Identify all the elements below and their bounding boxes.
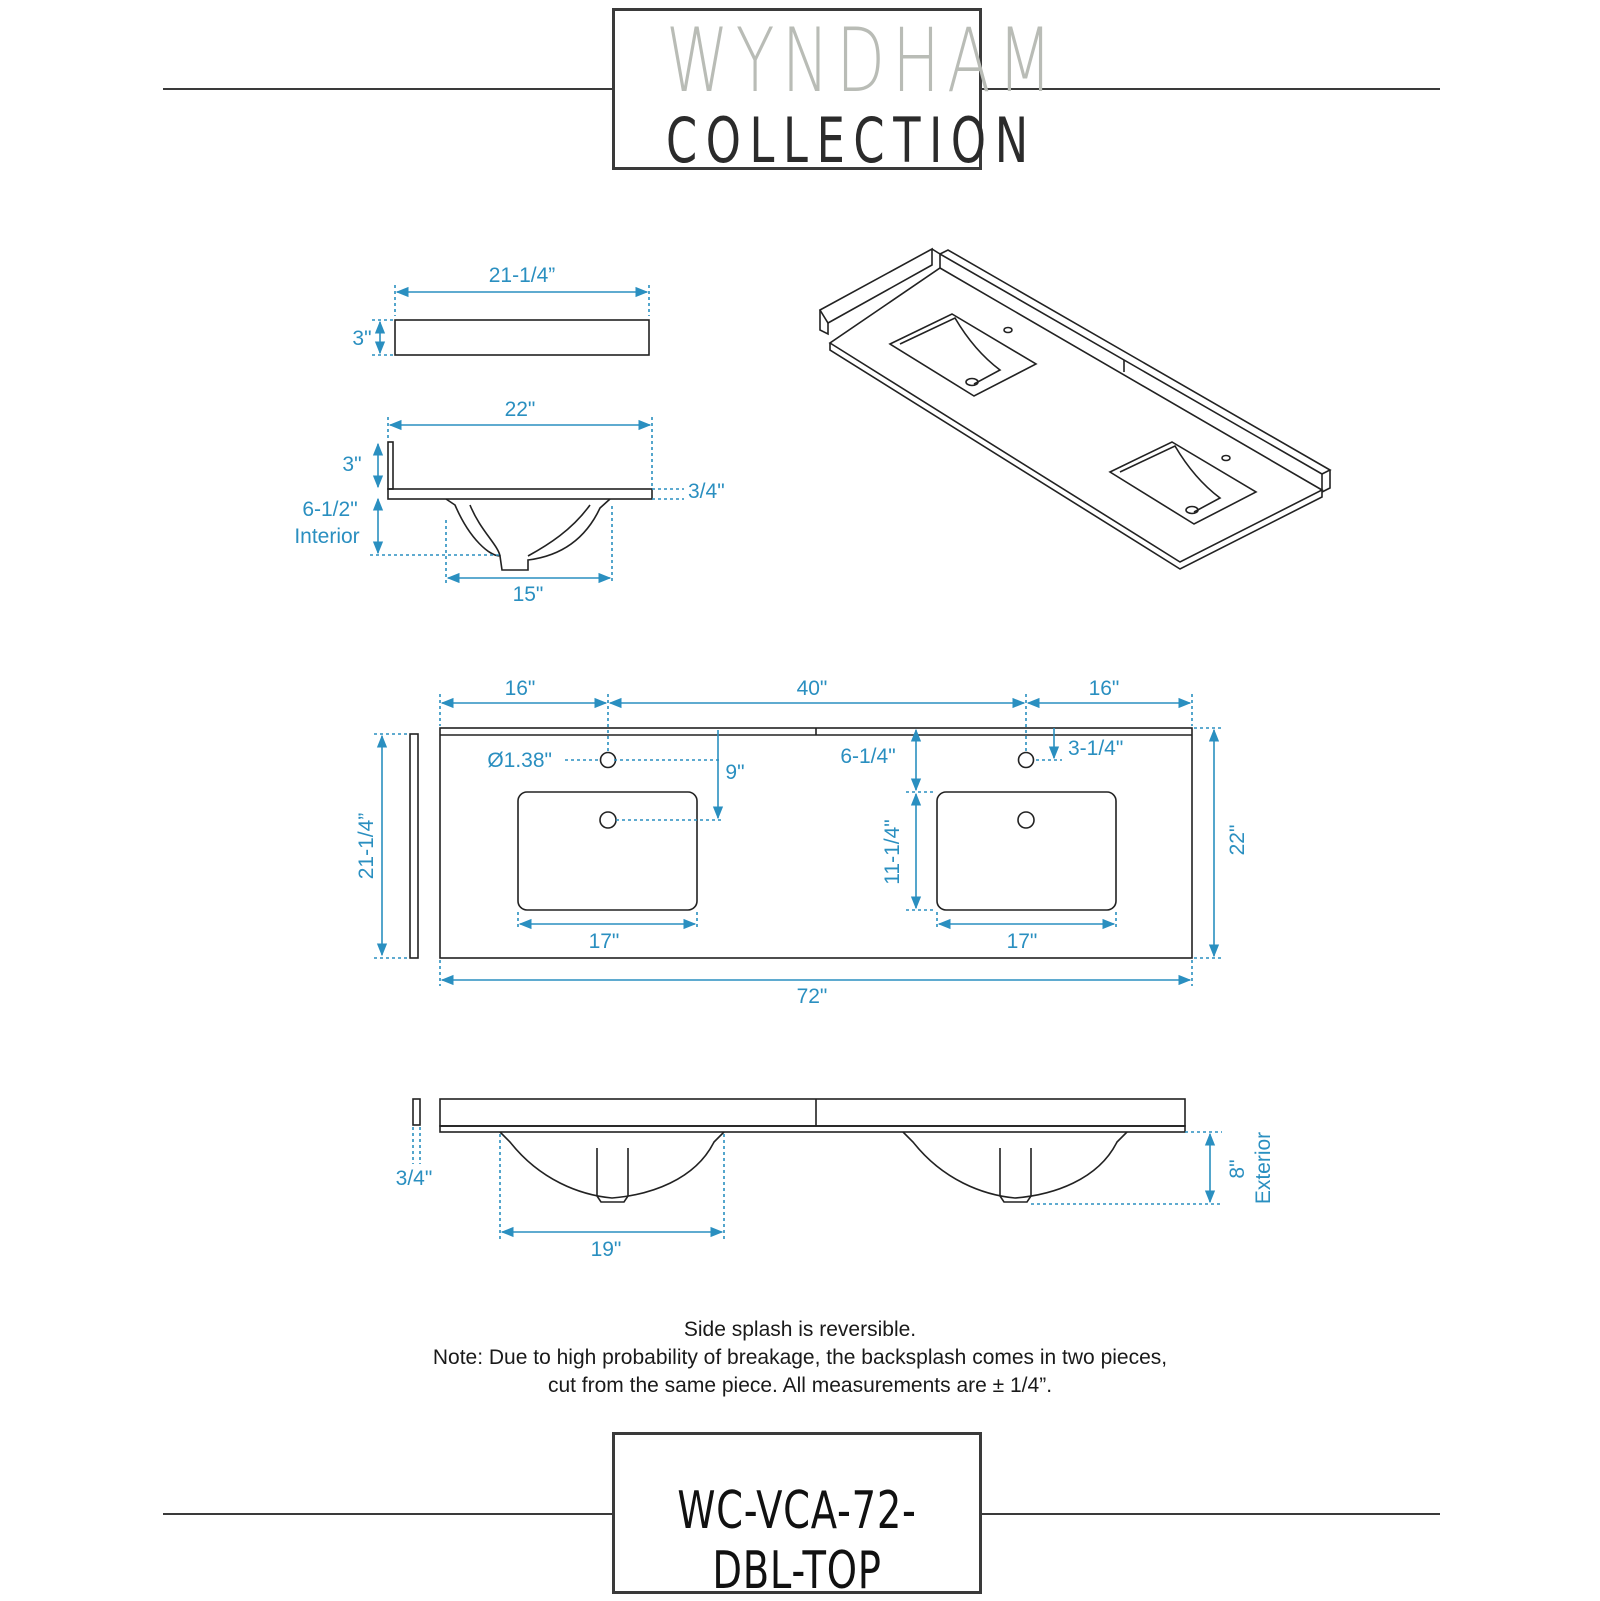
dim-total-width: 72" xyxy=(797,985,828,1008)
note-line-3: cut from the same piece. All measurement… xyxy=(547,1374,1053,1397)
note-line-1: Side splash is reversible. xyxy=(683,1318,917,1341)
sidesplash-outline xyxy=(394,319,650,356)
note-line-2: Note: Due to high probability of breakag… xyxy=(432,1346,1168,1369)
dim-backsplash-to-hole: 3-1/4" xyxy=(1068,737,1123,760)
plan-view xyxy=(409,727,1193,959)
footer-rule-right xyxy=(982,1513,1440,1515)
dim-faucet-to-drain: 9" xyxy=(725,761,744,784)
front-view xyxy=(412,1098,1186,1203)
header-rule-right xyxy=(982,88,1440,90)
dim-faucet-hole: Ø1.38" xyxy=(487,749,552,772)
dim-bowl-exterior-depth: 8" xyxy=(1226,1159,1249,1178)
dim-bowl-depth-note: Interior xyxy=(294,525,359,548)
model-number-box: WC-VCA-72-DBL-TOP xyxy=(612,1432,982,1601)
dimension-lines xyxy=(370,285,1224,1242)
dim-sink-width-right: 17" xyxy=(1007,930,1038,953)
dim-plan-left-offset: 16" xyxy=(505,677,536,700)
dim-bowl-width-front: 19" xyxy=(591,1238,622,1261)
dim-front-thickness: 3/4" xyxy=(396,1167,433,1190)
dim-bowl-width-side: 15" xyxy=(513,583,544,606)
model-number: WC-VCA-72-DBL-TOP xyxy=(677,1481,917,1601)
footer-rule-left xyxy=(163,1513,612,1515)
dim-plan-right-offset: 16" xyxy=(1089,677,1120,700)
side-profile xyxy=(387,441,653,571)
dim-sidesplash-height: 3" xyxy=(352,327,371,350)
notes-block: Side splash is reversible. Note: Due to … xyxy=(300,1316,1300,1400)
dim-side-thickness: 3/4" xyxy=(688,480,725,503)
dim-backsplash-to-sink: 6-1/4" xyxy=(840,745,895,768)
dim-sink-width-left: 17" xyxy=(589,930,620,953)
dim-side-backsplash-height: 3" xyxy=(342,453,361,476)
header-rule-left xyxy=(163,88,612,90)
dim-bowl-exterior-note: Exterior xyxy=(1252,1132,1275,1204)
dim-sink-length: 11-1/4" xyxy=(881,819,904,884)
dim-plan-depth: 22" xyxy=(1226,825,1249,856)
isometric-view xyxy=(818,247,1332,570)
dim-sidesplash-length: 21-1/4” xyxy=(489,264,556,287)
dim-bowl-depth: 6-1/2" xyxy=(302,498,357,521)
dim-plan-center-spacing: 40" xyxy=(797,677,828,700)
dim-side-depth: 22" xyxy=(505,398,536,421)
dim-plan-sidesplash-length: 21-1/4” xyxy=(355,813,378,880)
dimension-labels: 21-1/4” 3" 22" 3" 3/4" 6-1/2" Interior 1… xyxy=(294,264,1275,1261)
